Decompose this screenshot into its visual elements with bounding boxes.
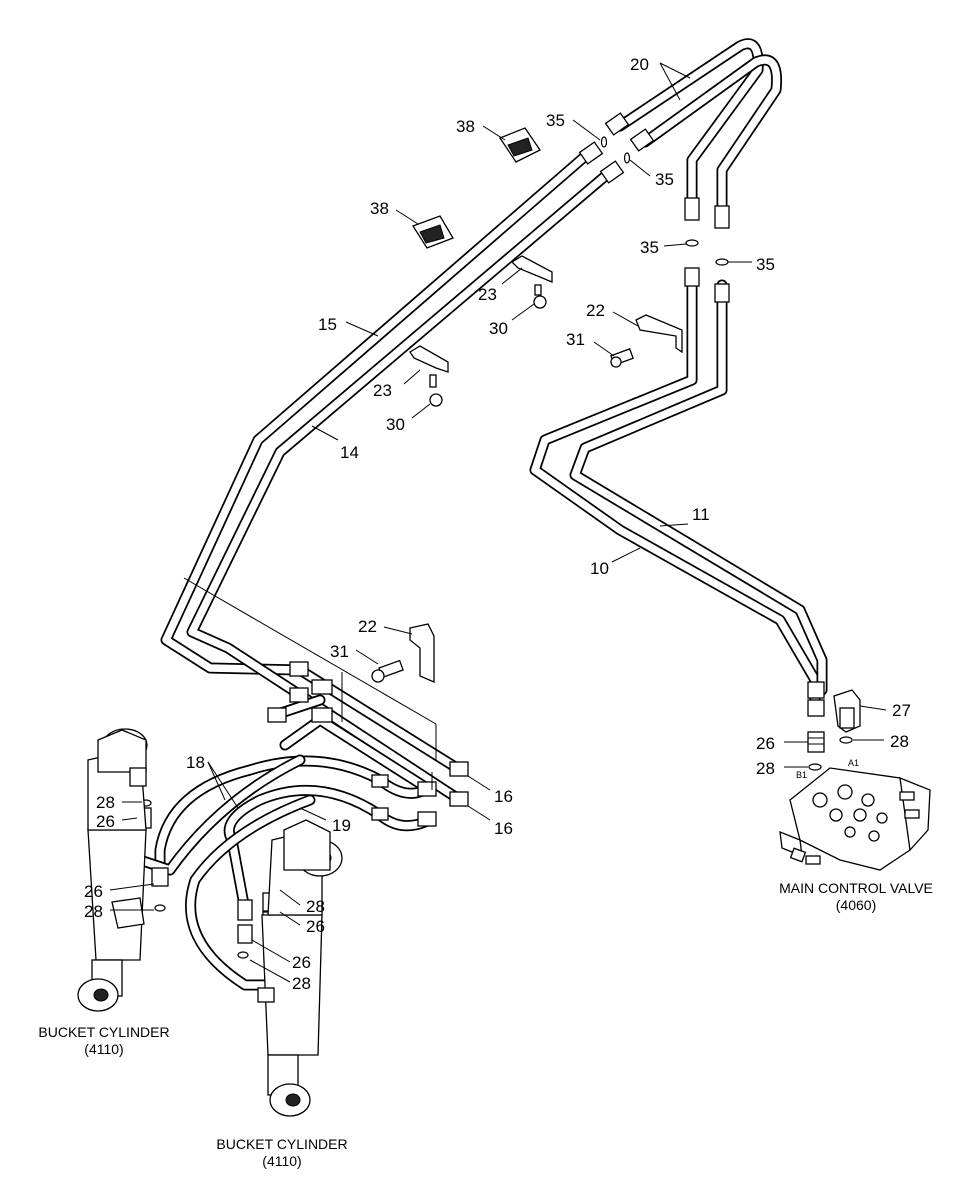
- callout-18: 18: [186, 753, 205, 772]
- pipe-11: [569, 279, 828, 696]
- callout-27: 27: [892, 701, 911, 720]
- callout-28a: 28: [890, 732, 909, 751]
- callout-38a: 38: [456, 117, 475, 136]
- callout-14: 14: [340, 443, 359, 462]
- callout-23a: 23: [478, 285, 497, 304]
- callout-22a: 22: [586, 301, 605, 320]
- bucket-cylinder-right-label: BUCKET CYLINDER: [216, 1136, 348, 1152]
- callout-35a: 35: [546, 111, 565, 130]
- caption-main-control-valve: MAIN CONTROL VALVE (4060): [766, 880, 946, 914]
- callout-16a: 16: [494, 787, 513, 806]
- callout-16b: 16: [494, 819, 513, 838]
- callout-26d: 26: [306, 917, 325, 936]
- callout-38b: 38: [370, 199, 389, 218]
- bracket-22-upper: [610, 314, 683, 368]
- part-38-upper: [499, 127, 541, 163]
- callout-35c: 35: [640, 238, 659, 257]
- callout-26b: 26: [96, 812, 115, 831]
- bucket-cylinder-right: [257, 819, 343, 1117]
- callout-20: 20: [630, 55, 649, 74]
- callout-19: 19: [332, 816, 351, 835]
- callout-15: 15: [318, 315, 337, 334]
- bucket-cylinder-left: [77, 728, 148, 1012]
- callout-28d: 28: [84, 902, 103, 921]
- pipe-14: [186, 166, 616, 701]
- hose-19: [223, 784, 431, 916]
- part-38-lower: [412, 215, 454, 249]
- hose-19b: [185, 794, 316, 991]
- main-control-valve: A1 B1: [779, 758, 931, 871]
- bracket-22-middle: [371, 623, 435, 683]
- callout-26a: 26: [756, 734, 775, 753]
- callout-26c: 26: [84, 882, 103, 901]
- callout-22b: 22: [358, 617, 377, 636]
- port-label-a1: A1: [848, 758, 859, 768]
- elbow-27: [833, 689, 861, 733]
- callout-28f: 28: [292, 974, 311, 993]
- bucket-cylinder-right-code: (4110): [262, 1153, 302, 1169]
- bucket-cylinder-left-code: (4110): [84, 1041, 124, 1057]
- fitting-26-valve: [807, 731, 825, 753]
- hose-20a: [614, 38, 764, 216]
- main-control-valve-code: (4060): [835, 897, 877, 913]
- callout-31a: 31: [566, 330, 585, 349]
- hose-18b: [134, 754, 306, 876]
- bucket-cylinder-left-label: BUCKET CYLINDER: [38, 1024, 170, 1040]
- callout-35b: 35: [655, 170, 674, 189]
- callout-31b: 31: [330, 642, 349, 661]
- callouts: 20 35 35 35 35 38 38 23 30 22 31 15 23 3…: [84, 55, 911, 993]
- callout-28b: 28: [756, 759, 775, 778]
- pipe-upper-short: [269, 694, 436, 796]
- leader-lines: [109, 62, 887, 983]
- callout-23b: 23: [373, 381, 392, 400]
- callout-35d: 35: [756, 255, 775, 274]
- clamp-23-upper: [510, 255, 553, 309]
- callout-30a: 30: [489, 319, 508, 338]
- callout-11: 11: [692, 505, 710, 524]
- callout-10: 10: [590, 559, 609, 578]
- callout-30b: 30: [386, 415, 405, 434]
- callout-28e: 28: [306, 897, 325, 916]
- reference-lines: [183, 577, 437, 790]
- main-control-valve-label: MAIN CONTROL VALVE: [779, 880, 933, 896]
- caption-bucket-cylinder-left: BUCKET CYLINDER (4110): [24, 1024, 184, 1058]
- pipe-15: [160, 146, 596, 676]
- hose-20b: [639, 54, 783, 224]
- callout-28c: 28: [96, 793, 115, 812]
- caption-bucket-cylinder-right: BUCKET CYLINDER (4110): [202, 1136, 362, 1170]
- clamp-23-lower: [409, 345, 449, 407]
- callout-26e: 26: [292, 953, 311, 972]
- port-label-b1: B1: [796, 770, 807, 780]
- pipe-10: [529, 269, 821, 711]
